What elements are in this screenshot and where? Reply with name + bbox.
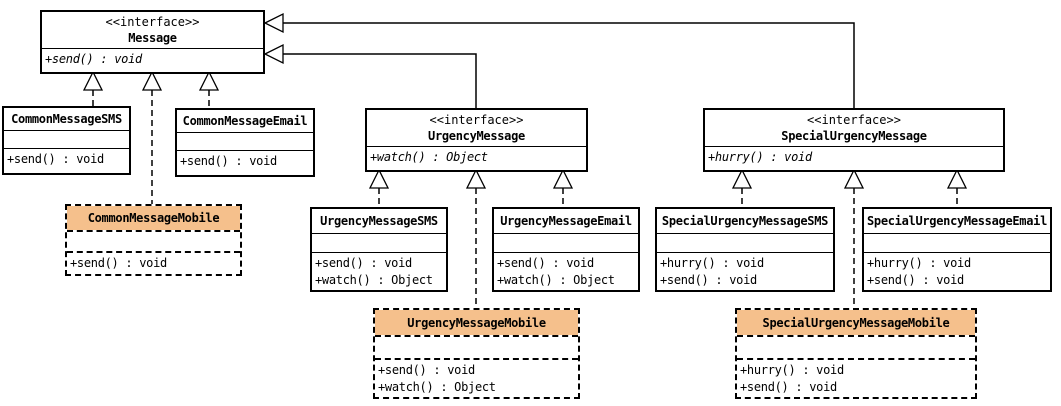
operation: +hurry() : void [867, 256, 971, 270]
operation: +send() : void [180, 154, 277, 168]
operation: +send() : void [660, 273, 757, 287]
interface-name: Message [128, 31, 177, 45]
interface-name: UrgencyMessage [428, 129, 525, 143]
operation: +send() : void [45, 52, 142, 66]
realization-common-sms-to-message [82, 70, 104, 106]
attributes-compartment [177, 132, 313, 150]
class-name: CommonMessageEmail [182, 114, 308, 128]
realization-special-email-to-special [946, 168, 968, 207]
operation: +send() : void [378, 363, 475, 377]
class-special-urgency-message-email: SpecialUrgencyMessageEmail +hurry() : vo… [862, 207, 1052, 292]
operation: +watch() : Object [370, 150, 488, 164]
stereotype-label: <<interface>> [105, 15, 200, 29]
generalization-urgency-to-message [263, 43, 477, 108]
class-name: CommonMessageSMS [11, 112, 122, 126]
class-common-message-sms: CommonMessageSMS +send() : void [2, 106, 131, 175]
realization-common-mobile-to-message [141, 70, 163, 204]
operation: +send() : void [740, 380, 837, 394]
attributes-compartment [494, 233, 638, 252]
operation: +hurry() : void [708, 150, 812, 164]
class-name: SpecialUrgencyMessageSMS [661, 214, 829, 228]
interface-message: <<interface>> Message +send() : void [40, 10, 265, 74]
realization-special-mobile-to-special [843, 168, 865, 308]
attributes-compartment [864, 233, 1050, 252]
stereotype-label: <<interface>> [807, 113, 901, 127]
stereotype-label: <<interface>> [429, 113, 524, 127]
attributes-compartment [657, 233, 833, 252]
operation: +send() : void [497, 256, 594, 270]
attributes-compartment [312, 233, 446, 252]
realization-common-email-to-message [198, 70, 220, 108]
operation: +watch() : Object [497, 273, 615, 287]
class-name: SpecialUrgencyMessageEmail [866, 214, 1048, 228]
class-name: UrgencyMessageMobile [407, 315, 546, 330]
class-special-urgency-message-sms: SpecialUrgencyMessageSMS +hurry() : void… [655, 207, 835, 292]
generalization-special-urgency-to-message [263, 12, 855, 108]
interface-urgency-message: <<interface>> UrgencyMessage +watch() : … [365, 108, 588, 172]
operation: +hurry() : void [660, 256, 764, 270]
class-urgency-message-sms: UrgencyMessageSMS +send() : void +watch(… [310, 207, 448, 292]
class-name: UrgencyMessageEmail [500, 214, 632, 228]
class-name: SpecialUrgencyMessageMobile [762, 315, 950, 330]
realization-special-sms-to-special [731, 168, 753, 207]
attributes-compartment [737, 335, 975, 358]
class-urgency-message-mobile: UrgencyMessageMobile +send() : void +wat… [373, 308, 580, 399]
realization-urgency-sms-to-urgency [368, 168, 390, 207]
realization-urgency-email-to-urgency [552, 168, 574, 207]
class-urgency-message-email: UrgencyMessageEmail +send() : void +watc… [492, 207, 640, 292]
operation: +send() : void [867, 273, 964, 287]
operation: +watch() : Object [315, 273, 433, 287]
attributes-compartment [4, 130, 129, 148]
operation: +send() : void [70, 256, 167, 270]
attributes-compartment [67, 230, 240, 251]
interface-name: SpecialUrgencyMessage [781, 129, 927, 143]
class-name: CommonMessageMobile [87, 211, 220, 225]
class-common-message-email: CommonMessageEmail +send() : void [175, 108, 315, 177]
attributes-compartment [375, 335, 578, 358]
operation: +send() : void [7, 152, 104, 166]
class-special-urgency-message-mobile: SpecialUrgencyMessageMobile +hurry() : v… [735, 308, 977, 399]
realization-urgency-mobile-to-urgency [465, 168, 487, 308]
interface-special-urgency-message: <<interface>> SpecialUrgencyMessage +hur… [703, 108, 1005, 172]
operation: +hurry() : void [740, 363, 844, 377]
class-common-message-mobile: CommonMessageMobile +send() : void [65, 204, 242, 276]
operation: +send() : void [315, 256, 412, 270]
class-name: UrgencyMessageSMS [320, 214, 438, 228]
operation: +watch() : Object [378, 380, 496, 394]
